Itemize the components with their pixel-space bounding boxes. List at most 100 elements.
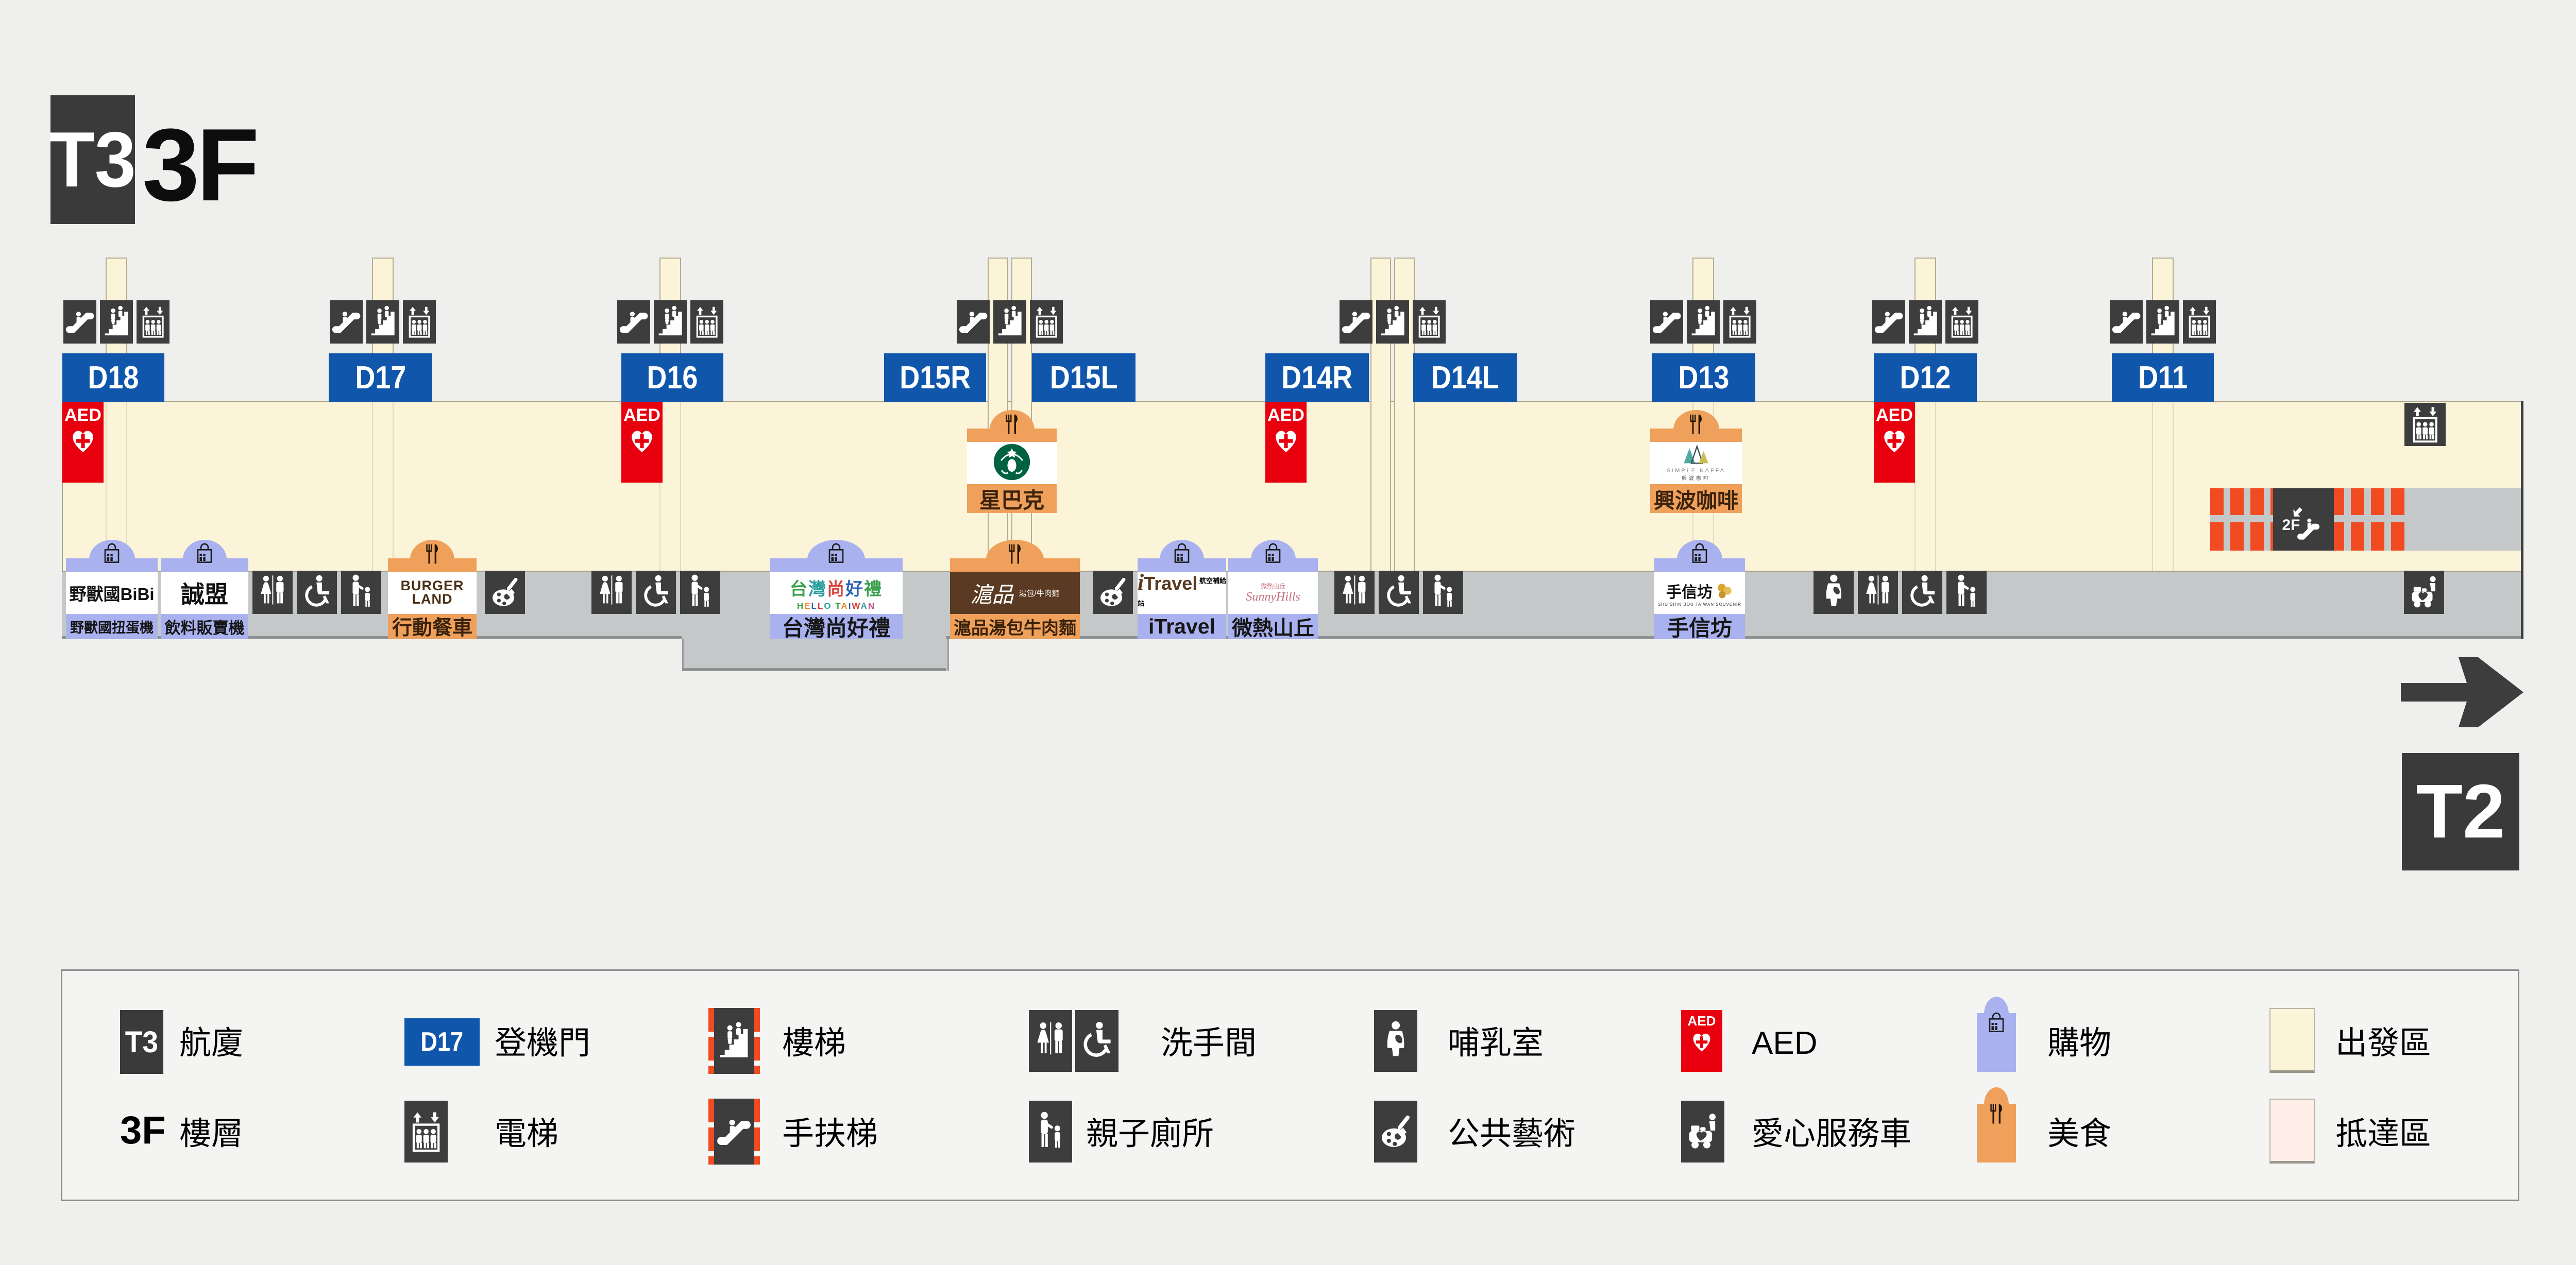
tile-label: 興波咖啡 bbox=[1650, 484, 1742, 513]
legend-label: AED bbox=[1752, 1025, 1818, 1061]
gate-label-d11: D11 bbox=[2112, 353, 2214, 402]
tile-label-text: 野獸國扭蛋機 bbox=[70, 620, 154, 636]
tile-label: 星巴克 bbox=[967, 484, 1057, 513]
gate-label-text: D14L bbox=[1431, 360, 1499, 396]
elevator-icon bbox=[2183, 300, 2216, 344]
gate-label-text: D16 bbox=[647, 360, 698, 396]
tile-label-text: 台灣尚好禮 bbox=[782, 616, 890, 640]
elevator-icon bbox=[1030, 300, 1063, 344]
aed-text: AED bbox=[1687, 1013, 1716, 1029]
restroom-mf-icon bbox=[1858, 571, 1898, 614]
legend-elevator-icon bbox=[404, 1101, 448, 1163]
escalator-icon bbox=[617, 300, 650, 344]
stairs-icon bbox=[1909, 300, 1942, 344]
shopping-bag-icon bbox=[98, 541, 125, 570]
aed-icon: AED bbox=[1265, 402, 1307, 483]
starbucks-logo bbox=[992, 442, 1031, 484]
legend-art-icon bbox=[1374, 1101, 1417, 1163]
aed-icon: AED bbox=[621, 402, 663, 483]
escalator-icon bbox=[957, 300, 990, 344]
elevator-icon bbox=[1723, 300, 1756, 344]
art-icon bbox=[1093, 571, 1133, 614]
tile-label: 手信坊 bbox=[1654, 614, 1745, 640]
stripe bbox=[708, 1099, 714, 1165]
legend-wheelchair-icon bbox=[1075, 1010, 1118, 1072]
legend-shop-bag-icon bbox=[1977, 997, 2016, 1072]
stairs-icon bbox=[1376, 300, 1409, 344]
gate-label-d15l: D15L bbox=[1032, 353, 1136, 402]
legend-nursing-icon bbox=[1374, 1010, 1417, 1072]
tile-logo: 滬品湯包/牛肉麵 bbox=[950, 572, 1080, 614]
tile-band bbox=[1650, 429, 1742, 442]
tile-logo: iTravel 航空補給站 bbox=[1138, 572, 1226, 614]
terminal-badge: T3 bbox=[49, 95, 136, 224]
tile-label: 台灣尚好禮 bbox=[770, 614, 903, 640]
legend-terminal-text: T3 bbox=[125, 1025, 159, 1059]
legend-love-car-icon bbox=[1681, 1101, 1724, 1163]
tile-label: 行動餐車 bbox=[388, 614, 477, 639]
legend-label: 出發區 bbox=[2335, 1025, 2432, 1061]
tile-logo bbox=[967, 442, 1057, 484]
legend-label: 愛心服務車 bbox=[1752, 1116, 1912, 1152]
aed-text: AED bbox=[64, 405, 101, 425]
legend-label: 洗手間 bbox=[1161, 1025, 1257, 1061]
legend-stairs-icon bbox=[708, 1008, 760, 1074]
tile-label-text: 飲料販賣機 bbox=[164, 619, 245, 637]
food-icon bbox=[1983, 1101, 2010, 1130]
wheelchair-icon bbox=[1379, 571, 1419, 614]
escalator-2f-label: 2F bbox=[2282, 517, 2300, 534]
stripe bbox=[754, 1008, 760, 1074]
tile-label: 野獸國扭蛋機 bbox=[66, 614, 158, 639]
gate-label-text: D12 bbox=[1900, 360, 1951, 396]
escalator-icon bbox=[1650, 300, 1683, 344]
escalator-icon bbox=[330, 300, 363, 344]
legend-parent-child-icon bbox=[1029, 1101, 1072, 1163]
legend-label: 抵達區 bbox=[2335, 1116, 2432, 1152]
legend-restroom-mf-icon bbox=[1029, 1010, 1072, 1072]
tile-band bbox=[950, 558, 1080, 572]
escalator-icon bbox=[1340, 300, 1372, 344]
food-icon bbox=[998, 411, 1025, 440]
gate-label-text: D15R bbox=[900, 360, 971, 396]
beast-kingdom-logo: 野獸國BiBi bbox=[69, 585, 155, 604]
aed-icon: AED bbox=[1874, 402, 1915, 483]
legend-departure-swatch bbox=[2269, 1008, 2315, 1073]
love-car-icon bbox=[2404, 571, 2444, 614]
gate-label-text: D18 bbox=[88, 360, 139, 396]
shopping-bag-icon bbox=[1983, 1010, 2010, 1039]
tile-label: 微熱山丘 bbox=[1228, 614, 1318, 640]
corridor-bottom-edge bbox=[62, 636, 682, 639]
elevator-icon bbox=[137, 300, 170, 344]
legend-terminal-badge: T3 bbox=[120, 1010, 163, 1074]
jet-bridge-line bbox=[372, 402, 394, 571]
elevator-icon bbox=[403, 300, 436, 344]
hupin-logo: 滬品湯包/牛肉麵 bbox=[970, 583, 1060, 607]
stairs-icon bbox=[654, 300, 687, 344]
tile-label: iTravel bbox=[1138, 614, 1226, 639]
nursing-icon bbox=[1814, 571, 1854, 614]
gate-label-d14r: D14R bbox=[1265, 353, 1369, 402]
restroom-mf-icon bbox=[252, 571, 293, 614]
floor-title: 3F bbox=[142, 108, 259, 223]
tile-body bbox=[1977, 1013, 2016, 1072]
escalator-icon bbox=[1872, 300, 1905, 344]
gate-label-text: D11 bbox=[2138, 360, 2188, 396]
tile-label-text: 星巴克 bbox=[979, 488, 1044, 512]
jet-bridge-line bbox=[1914, 402, 1936, 571]
legend-floor-text: 3F bbox=[120, 1108, 166, 1152]
aed-text: AED bbox=[623, 405, 660, 425]
elevator-icon bbox=[1413, 300, 1446, 344]
shopping-bag-icon bbox=[823, 541, 850, 570]
gate-label-text: D13 bbox=[1678, 360, 1729, 396]
aed-heart-icon bbox=[1879, 425, 1910, 455]
aed-heart-icon bbox=[1270, 425, 1301, 455]
legend-label: 航廈 bbox=[179, 1025, 244, 1061]
stairs-icon bbox=[100, 300, 133, 344]
